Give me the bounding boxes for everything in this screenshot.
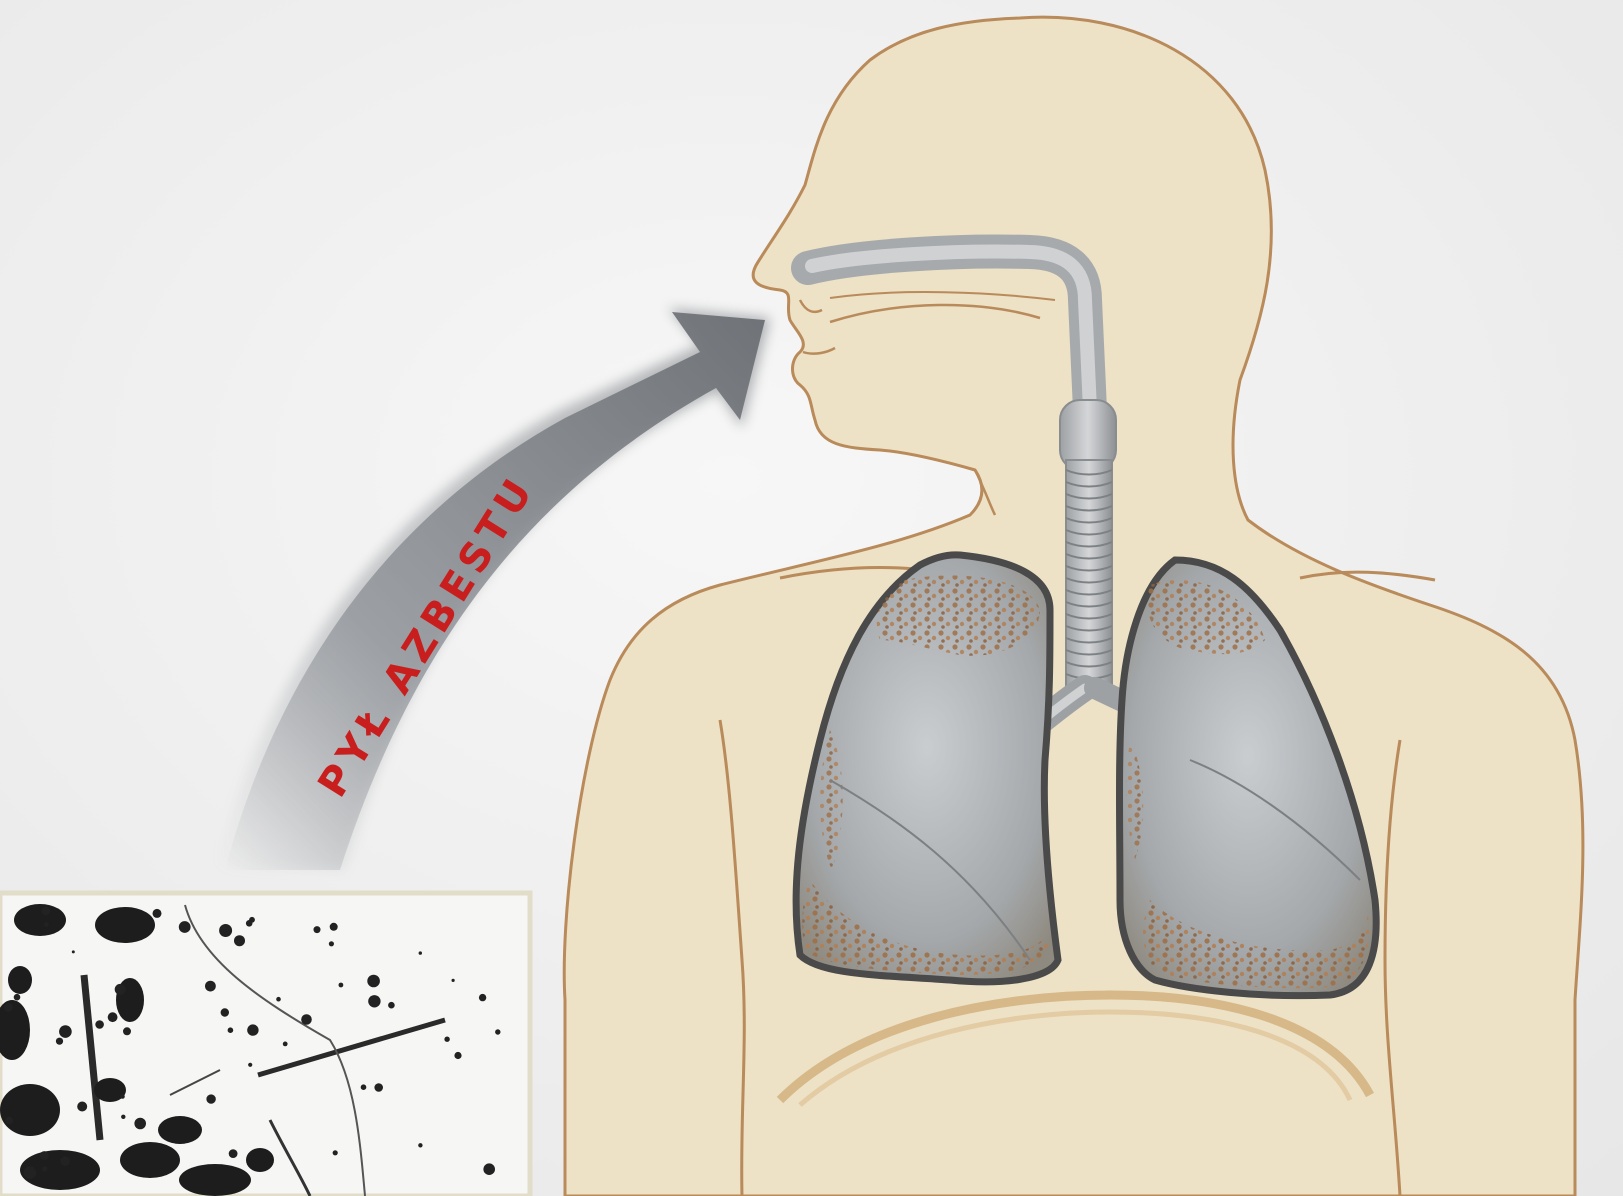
dust-particle [368,995,380,1007]
dust-particle [4,1003,13,1012]
dust-particle [246,1148,274,1172]
dust-particle [248,1063,252,1067]
dust-particle [77,1102,87,1112]
dust-particle [483,1163,495,1175]
dust-particle [333,1150,338,1155]
dust-particle [134,1118,146,1130]
dust-particle [0,1084,60,1136]
dust-particle [24,1166,37,1179]
dust-particle [72,950,75,953]
dust-particle [234,935,245,946]
dust-particle [229,1149,238,1158]
dust-particle [246,920,253,927]
dust-particle [153,909,162,918]
dust-particle [361,1084,367,1090]
dust-particle [495,1029,500,1034]
dust-particle [301,1014,312,1025]
dust-particle [40,1151,49,1160]
dust-particle [14,904,66,936]
dust-particle [108,1012,118,1022]
micrograph-inset [0,893,530,1196]
dust-particle [179,921,191,933]
dust-particle [95,907,155,943]
dust-particle [330,923,338,931]
dust-particle [42,907,50,915]
dust-particle [42,1166,47,1171]
dust-particle [8,966,32,994]
dust-particle [206,1094,215,1103]
dust-particle [374,1083,383,1092]
dust-particle [219,924,232,937]
dust-particle [329,941,334,946]
dust-particle [5,1117,13,1125]
dust-particle [120,1094,125,1099]
dust-particle [59,1025,72,1038]
dust-particle [14,994,21,1001]
dust-particle [452,979,455,982]
dust-particle [367,975,380,988]
dust-particle [121,1115,125,1119]
dust-particle [388,1002,395,1009]
dust-particle [123,1027,131,1035]
dust-particle [158,1116,202,1144]
dust-particle [276,997,281,1002]
dust-particle [479,994,486,1001]
dust-particle [247,1024,258,1035]
dust-particle [120,1142,180,1178]
dust-particle [179,1164,251,1196]
dust-particle [283,1042,288,1047]
dust-particle [221,1008,229,1016]
dust-particle [94,1078,126,1102]
dust-particle [314,926,321,933]
dust-particle [454,1052,461,1059]
dust-particle [44,922,49,927]
dust-particle [205,981,216,992]
dust-particle [228,1027,234,1033]
dust-particle [444,1037,449,1042]
dust-particle [339,983,344,988]
dust-particle [418,1143,422,1147]
dust-particle [95,1020,104,1029]
dust-particle [56,1038,63,1045]
dust-particle [419,951,422,954]
dust-particle [60,1156,70,1166]
dust-particle [115,984,126,995]
